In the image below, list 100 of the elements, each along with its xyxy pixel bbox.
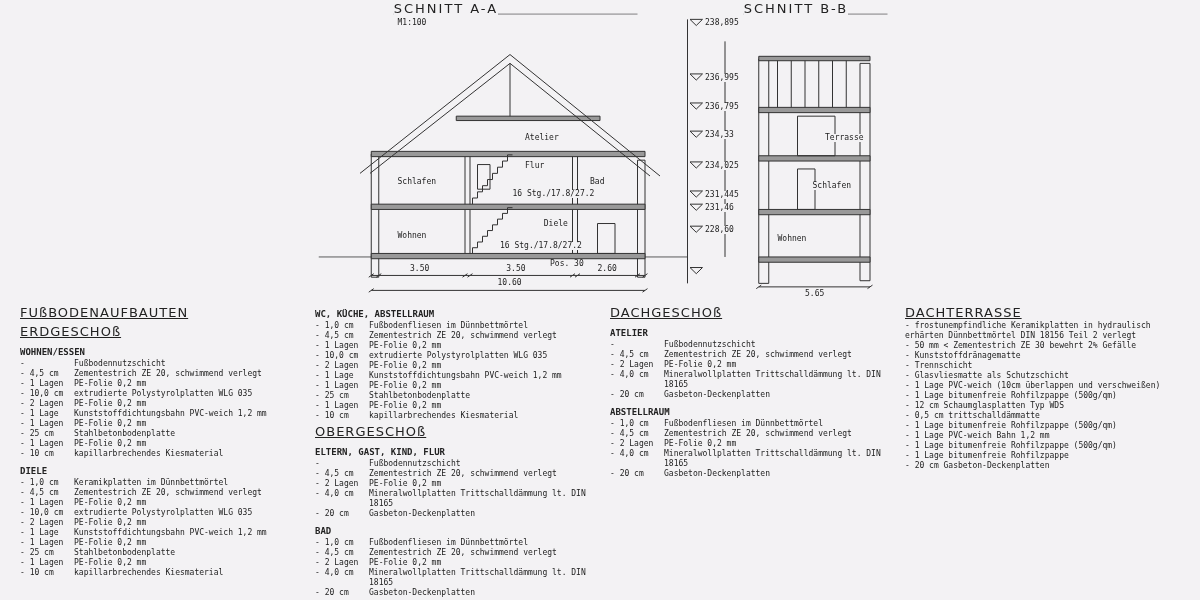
layer-material: PE-Folie 0,2 mm — [74, 538, 148, 548]
layer-item: - Kunststoffdränagematte — [905, 351, 1022, 361]
layer-material: Fußbodennutzschicht — [74, 359, 167, 369]
layer-material: Zementestrich ZE 20, schwimmend verlegt — [369, 469, 558, 479]
layer-thickness: - — [610, 340, 616, 350]
layer-thickness: - 1 Lagen — [315, 381, 360, 391]
dimension-label: 3.50 — [410, 264, 430, 273]
layer-material: Zementestrich ZE 20, schwimmend verlegt — [369, 548, 558, 558]
layer-material: extrudierte Polystyrolplatten WLG 035 — [74, 508, 254, 518]
section-heading: DACHGESCHOß — [610, 305, 723, 320]
layer-material: PE-Folie 0,2 mm — [664, 360, 738, 370]
layer-material: PE-Folie 0,2 mm — [74, 439, 148, 449]
room-label: Diele — [543, 220, 568, 228]
layer-thickness: - 1,0 cm — [610, 419, 650, 429]
layer-thickness: - 4,0 cm — [610, 370, 650, 381]
layer-material: Gasbeton-Deckenplatten — [664, 469, 771, 479]
layer-item: - Trennschicht — [905, 361, 974, 371]
height-label: 238,895 — [705, 19, 739, 28]
layer-item: - 20 cm Gasbeton-Deckenplatten — [905, 461, 1051, 471]
height-label: 228,60 — [705, 226, 734, 235]
room-label: Atelier — [525, 133, 559, 142]
layer-material: Kunststoffdichtungsbahn PVC-weich 1,2 mm — [74, 409, 268, 419]
layer-material: Fußbodennutzschicht — [664, 340, 757, 350]
layer-thickness: - 4,0 cm — [315, 568, 355, 579]
height-label: 234,33 — [705, 131, 734, 140]
layer-material: kapillarbrechendes Kiesmaterial — [74, 449, 225, 459]
layer-thickness: - 2 Lagen — [315, 479, 360, 489]
layer-item: - 0,5 cm trittschalldämmatte — [905, 411, 1041, 421]
layer-thickness: - 10 cm — [20, 449, 55, 459]
layer-thickness: - 10,0 cm — [315, 351, 360, 361]
section-heading: FUßBODENAUFBAUTEN — [20, 305, 189, 320]
layer-material: Zementestrich ZE 20, schwimmend verlegt — [74, 369, 263, 379]
layer-material: PE-Folie 0,2 mm — [74, 399, 148, 409]
layer-material: Mineralwollplatten Trittschalldämmung lt. DIN 18165 — [369, 489, 587, 509]
layer-material: Mineralwollplatten Trittschalldämmung lt. DIN 18165 — [664, 370, 882, 390]
layer-item: - 1 Lage bitumenfreie Rohfilzpappe (500g/qm) — [905, 441, 1118, 451]
layer-material: Gasbeton-Deckenplatten — [369, 509, 476, 519]
layer-thickness: - 1 Lagen — [20, 498, 65, 508]
height-label: 236,995 — [705, 73, 739, 82]
layer-thickness: - 1 Lage — [20, 528, 60, 538]
layer-thickness: - 1 Lage — [315, 371, 355, 381]
room-label: Schlafen — [397, 177, 437, 186]
dimension-label: 5.65 — [805, 289, 825, 298]
layer-thickness: - 4,0 cm — [315, 489, 355, 500]
layer-material: Stahlbetonbodenplatte — [369, 391, 472, 401]
layer-thickness: - 4,0 cm — [610, 449, 650, 460]
room-label: Terrasse — [825, 133, 864, 142]
layer-thickness: - 4,5 cm — [20, 369, 60, 379]
layer-material: Kunststoffdichtungsbahn PVC-weich 1,2 mm — [74, 528, 268, 538]
layer-material: Stahlbetonbodenplatte — [74, 429, 177, 439]
layer-material: Gasbeton-Deckenplatten — [664, 390, 771, 400]
layer-material: Fußbodenfliesen im Dünnbettmörtel — [369, 538, 529, 548]
layer-thickness: - 1 Lagen — [20, 419, 65, 429]
layer-material: PE-Folie 0,2 mm — [74, 498, 148, 508]
scale-label: M1:100 — [397, 19, 427, 28]
layer-material: Zementestrich ZE 20, schwimmend verlegt — [664, 429, 853, 439]
layer-thickness: - 1 Lagen — [315, 401, 360, 411]
layer-item: - 1 Lage bitumenfreie Rohfilzpappe (500g/qm) — [905, 421, 1118, 431]
room-heading: BAD — [315, 526, 332, 537]
layer-material: kapillarbrechendes Kiesmaterial — [369, 411, 520, 421]
layer-item: - 1 Lage PVC-weich Bahn 1,2 mm — [905, 431, 1051, 441]
dimension-label: 10.60 — [497, 278, 522, 287]
layer-material: Zementestrich ZE 20, schwimmend verlegt — [369, 331, 558, 341]
layer-thickness: - 10 cm — [315, 411, 350, 421]
layer-thickness: - 20 cm — [610, 390, 645, 400]
layer-thickness: - 1,0 cm — [315, 538, 355, 548]
layer-material: Zementestrich ZE 20, schwimmend verlegt — [74, 488, 263, 498]
room-heading: WC, KÜCHE, ABSTELLRAUM — [315, 309, 435, 320]
layer-material: PE-Folie 0,2 mm — [74, 419, 148, 429]
layer-thickness: - 20 cm — [610, 469, 645, 479]
room-label: Schlafen — [812, 182, 852, 191]
room-heading: ELTERN, GAST, KIND, FLUR — [315, 447, 446, 458]
layer-material: Zementestrich ZE 20, schwimmend verlegt — [664, 350, 853, 360]
layer-material: PE-Folie 0,2 mm — [369, 558, 443, 568]
layer-thickness: - 25 cm — [315, 391, 350, 401]
layer-thickness: - 2 Lagen — [610, 439, 655, 449]
layer-thickness: - 2 Lagen — [315, 558, 360, 568]
room-heading: DIELE — [20, 466, 48, 477]
layer-thickness: - 2 Lagen — [610, 360, 655, 370]
layer-thickness: - 2 Lagen — [20, 399, 65, 409]
layer-item: - 1 Lage bitumenfreie Rohfilzpappe (500g/qm) — [905, 391, 1118, 401]
layer-thickness: - 1,0 cm — [20, 478, 60, 488]
layer-thickness: - 25 cm — [20, 429, 55, 439]
layer-material: Keramikplatten im Dünnbettmörtel — [74, 478, 230, 488]
room-label: Bad — [590, 177, 605, 186]
room-label: Flur — [525, 161, 545, 170]
height-label: 236,795 — [705, 102, 739, 111]
layer-thickness: - 4,5 cm — [610, 350, 650, 360]
stair-note: 16 Stg./17.8/27.2 — [512, 190, 595, 199]
layer-item: - 1 Lage bitumenfreie Rohfilzpappe — [905, 451, 1070, 461]
layer-item: - frostunempfindliche Keramikplatten in hydraulisch erhärten Dünnbettmörtel DIN 18156 Teil 2 verlegt — [905, 321, 1152, 341]
layer-material: Stahlbetonbodenplatte — [74, 548, 177, 558]
layer-item: - 1 Lage PVC-weich (10cm überlappen und verschweißen) — [905, 381, 1162, 391]
layer-thickness: - 20 cm — [315, 588, 350, 598]
layer-material: kapillarbrechendes Kiesmaterial — [74, 568, 225, 578]
layer-material: extrudierte Polystyrolplatten WLG 035 — [369, 351, 549, 361]
layer-thickness: - 2 Lagen — [20, 518, 65, 528]
layer-material: PE-Folie 0,2 mm — [369, 341, 443, 351]
layer-material: PE-Folie 0,2 mm — [369, 479, 443, 489]
stair-note: 16 Stg./17.8/27.2 — [500, 242, 582, 250]
